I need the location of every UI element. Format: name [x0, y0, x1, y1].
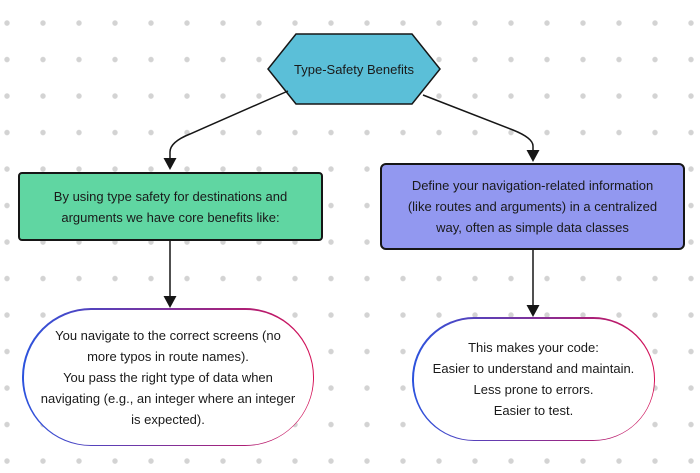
arrowhead-left-stadium [163, 296, 177, 308]
hexagon-node-shape [267, 33, 441, 105]
hexagon-node-label: Type-Safety Benefits [294, 61, 414, 77]
left-outcome-stadium-label: You navigate to the correct screens (no … [23, 309, 313, 445]
edge-root-to-left-box [169, 90, 289, 158]
arrowhead-right-box [526, 150, 540, 162]
left-benefits-box: By using type safety for destinations an… [18, 172, 323, 241]
arrowhead-left-box [163, 158, 177, 170]
arrowhead-right-stadium [526, 305, 540, 317]
right-outcome-stadium-label: This makes your code: Easier to understa… [413, 318, 654, 440]
edge-root-to-right-box [422, 94, 534, 150]
left-outcome-stadium: You navigate to the correct screens (no … [22, 308, 314, 446]
right-definition-box: Define your navigation-related informati… [380, 163, 685, 250]
right-outcome-stadium: This makes your code: Easier to understa… [412, 317, 655, 441]
